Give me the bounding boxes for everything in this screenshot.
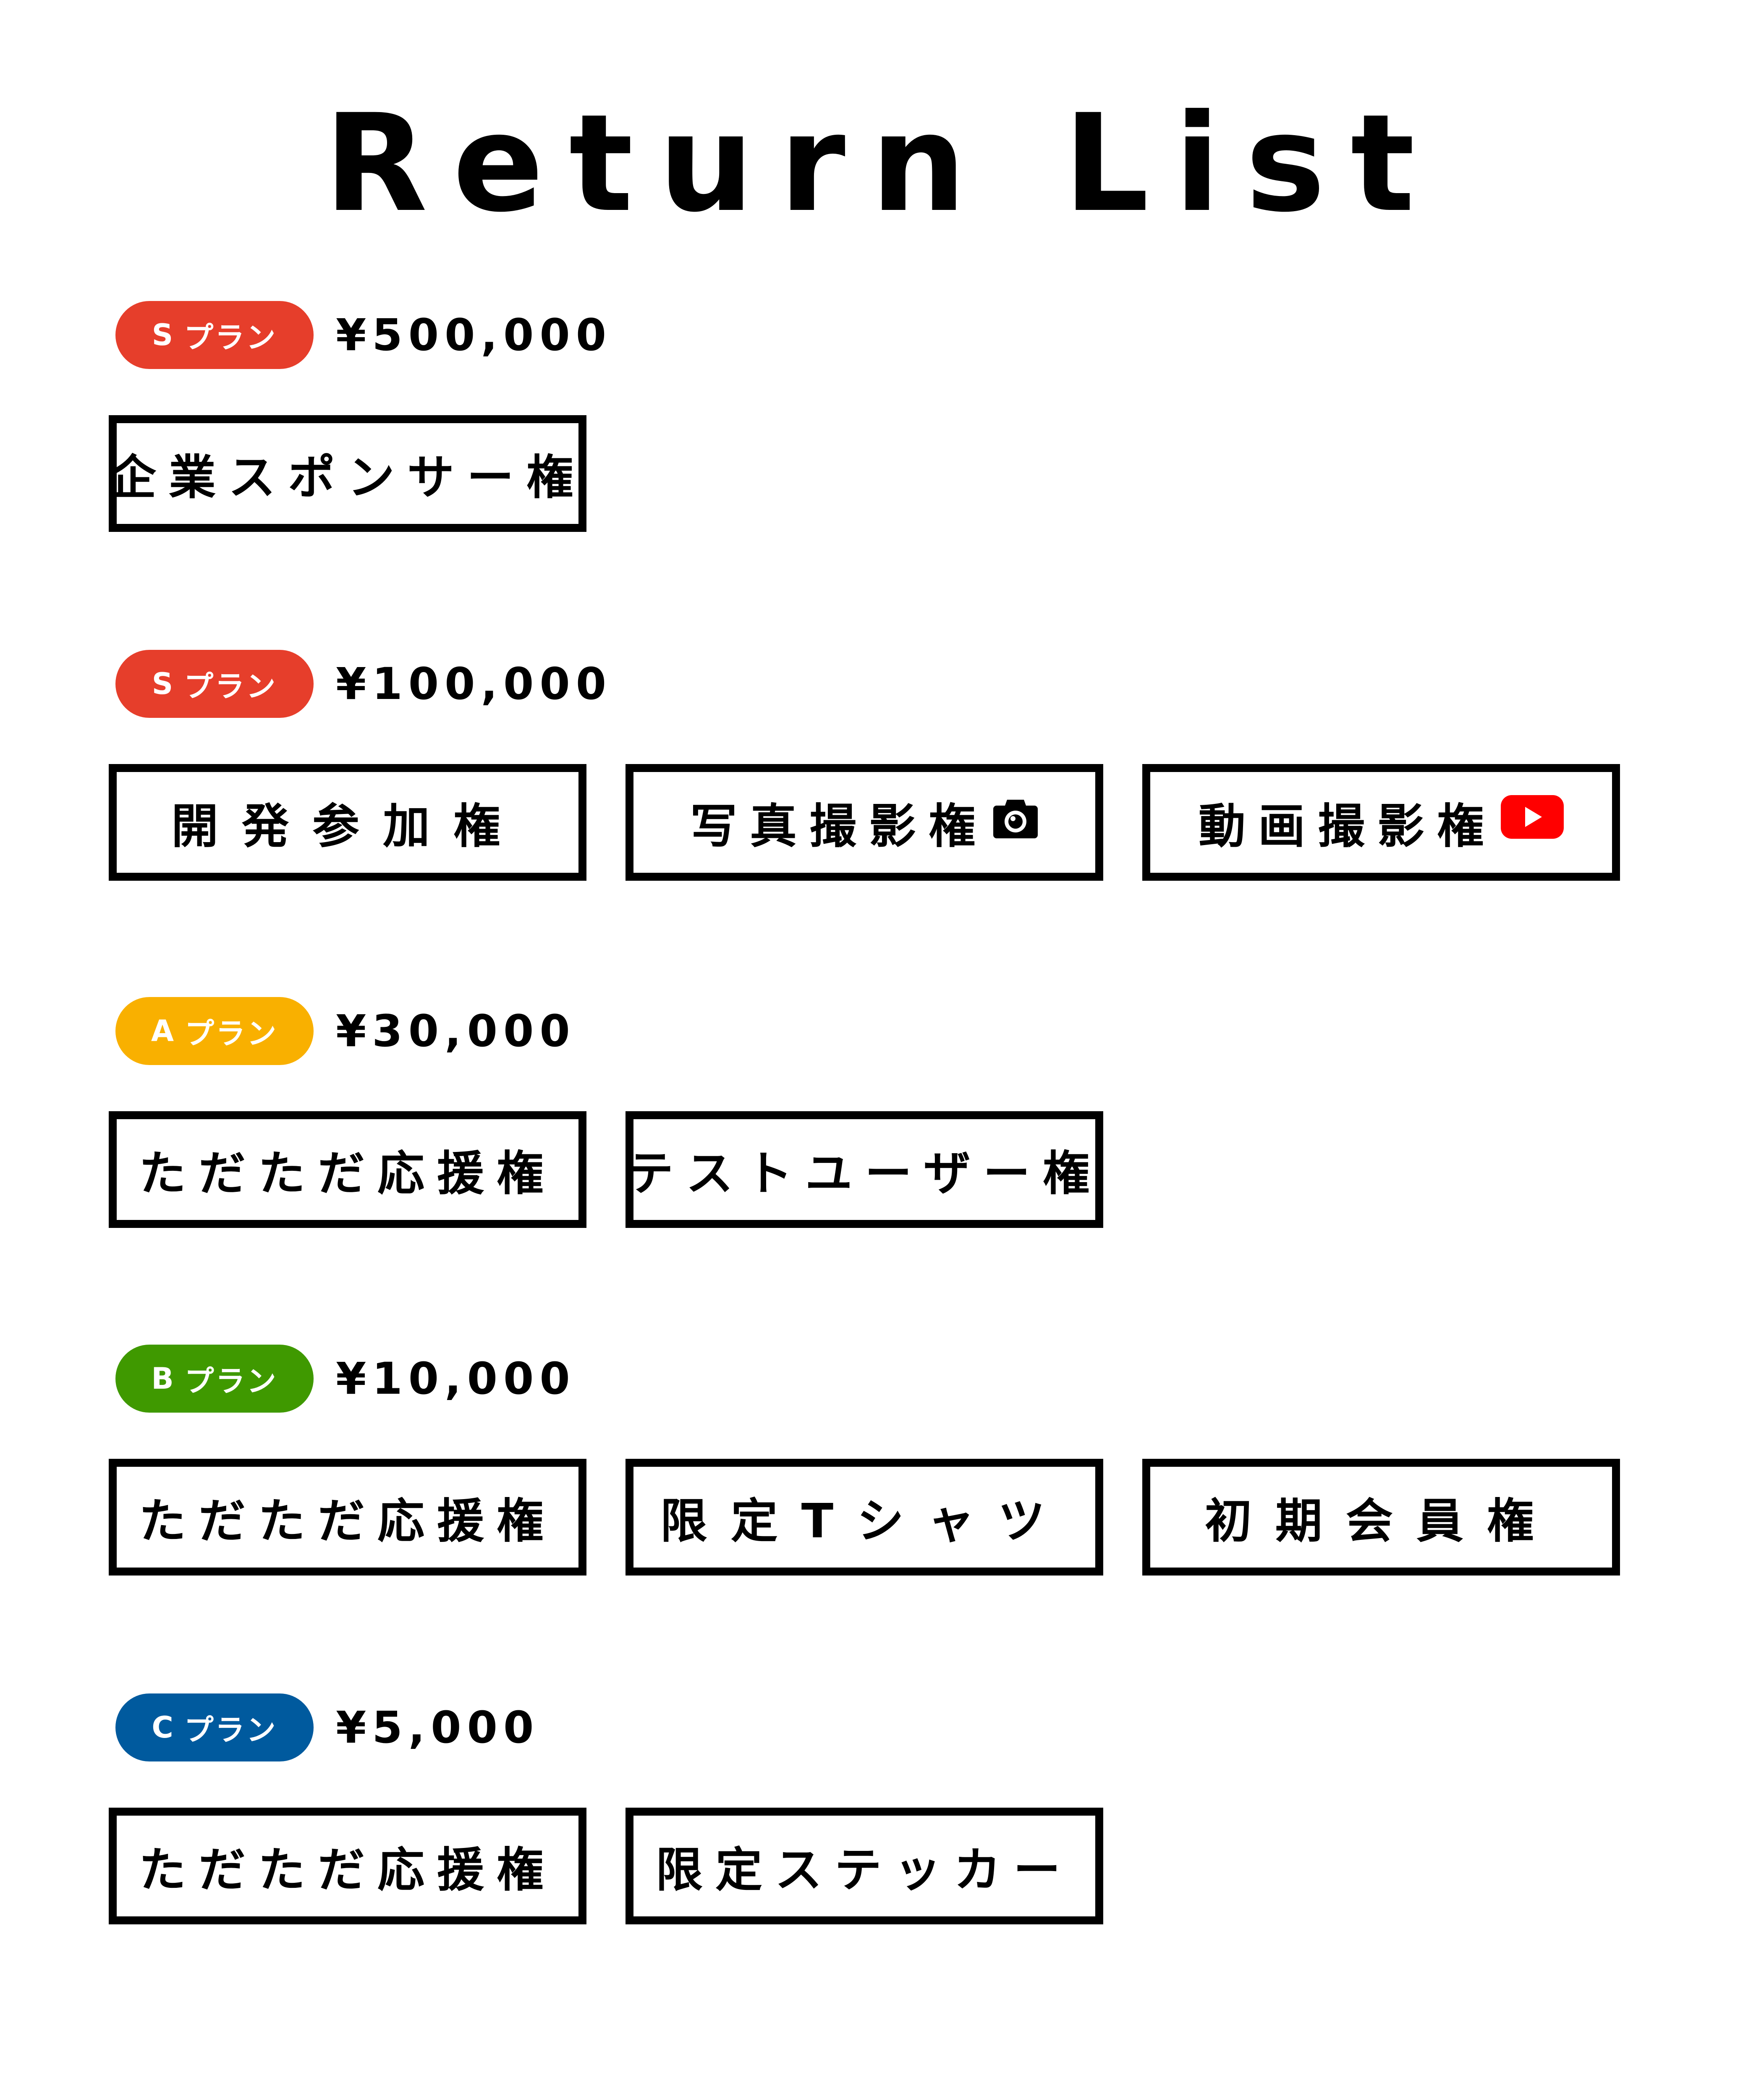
plan-badge: C プラン [115, 1693, 314, 1761]
return-item: ただただ応援権 [109, 1111, 586, 1228]
return-item-label: 写真撮影権 [690, 799, 988, 854]
plan-price: ¥30,000 [336, 1005, 576, 1057]
return-item: 初期会員権 [1142, 1459, 1620, 1576]
return-item-label: 企業スポンサー権 [109, 450, 586, 505]
return-item: ただただ応援権 [109, 1459, 586, 1576]
page-title: Return List [324, 86, 1440, 242]
return-item-label: 初期会員権 [1205, 1494, 1557, 1549]
return-item: 限定Tシャツ [626, 1459, 1103, 1576]
plan-section-s: S プラン ¥100,000 開発参加権 写真撮影権 動画撮影権 [0, 650, 1764, 881]
plan-letter: A [151, 1014, 176, 1048]
plan-section-c: C プラン ¥5,000 ただただ応援権 限定ステッカー [0, 1693, 1764, 1924]
plan-price: ¥5,000 [336, 1702, 540, 1753]
plan-section-a: A プラン ¥30,000 ただただ応援権 テストユーザー権 [0, 997, 1764, 1228]
plan-suffix: プラン [184, 669, 277, 704]
plan-letter: S [152, 667, 175, 701]
plan-letter: B [151, 1361, 175, 1396]
return-item-label: 限定Tシャツ [660, 1494, 1069, 1549]
plan-price: ¥10,000 [336, 1353, 576, 1404]
return-item: テストユーザー権 [626, 1111, 1103, 1228]
return-item: 動画撮影権 [1142, 764, 1620, 881]
youtube-icon [1501, 795, 1564, 850]
plan-letter: C [152, 1710, 175, 1745]
return-item-label: ただただ応援権 [139, 1843, 556, 1897]
plan-letter: S [152, 318, 175, 352]
plan-section-s: S プラン ¥500,000 企業スポンサー権 [0, 301, 1764, 532]
return-item-label: テストユーザー権 [626, 1146, 1102, 1201]
return-item-label: ただただ応援権 [139, 1146, 556, 1201]
return-item: 開発参加権 [109, 764, 586, 881]
plan-badge: A プラン [115, 997, 314, 1065]
plan-badge: S プラン [115, 301, 314, 369]
camera-icon [992, 795, 1039, 850]
plan-suffix: プラン [185, 1016, 278, 1051]
return-item: 企業スポンサー権 [109, 415, 586, 532]
plan-suffix: プラン [184, 1364, 278, 1398]
plan-price: ¥500,000 [336, 309, 612, 361]
return-item-label: 開発参加権 [171, 799, 524, 854]
return-item-label: 限定ステッカー [656, 1843, 1073, 1897]
return-item: ただただ応援権 [109, 1808, 586, 1924]
return-item-label: 動画撮影権 [1199, 799, 1497, 854]
plan-suffix: プラン [184, 320, 277, 355]
plan-price: ¥100,000 [336, 658, 612, 709]
plan-badge: B プラン [115, 1345, 314, 1413]
plan-suffix: プラン [184, 1712, 277, 1747]
return-item: 限定ステッカー [626, 1808, 1103, 1924]
return-item: 写真撮影権 [626, 764, 1103, 881]
return-item-label: ただただ応援権 [139, 1494, 556, 1549]
plan-badge: S プラン [115, 650, 314, 718]
plan-section-b: B プラン ¥10,000 ただただ応援権 限定Tシャツ 初期会員権 [0, 1345, 1764, 1576]
